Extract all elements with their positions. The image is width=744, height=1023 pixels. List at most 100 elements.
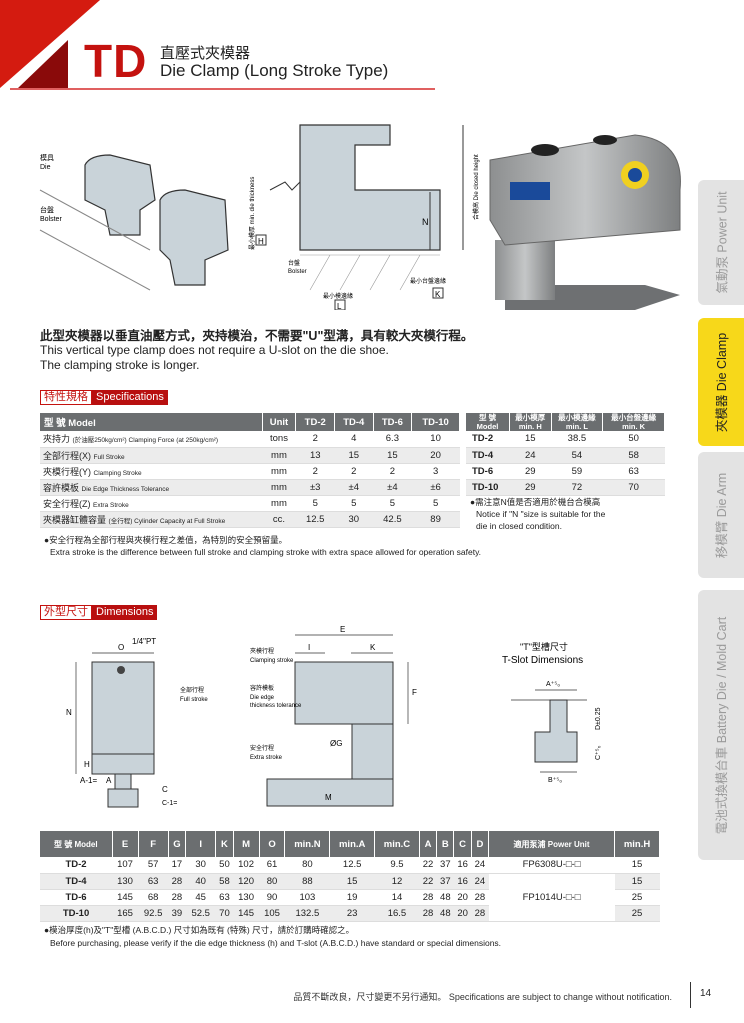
spec-name: 容許模板 Die Edge Thickness Tolerance [40, 479, 262, 496]
spec-name: 夾模器缸體容量 (全行程) Cylinder Capacity at Full … [40, 511, 262, 528]
spec-value: 3 [411, 463, 460, 480]
header-divider [10, 88, 435, 90]
section-label-en: Specifications [92, 390, 168, 405]
specifications-heading: 特性規格 Specifications [40, 390, 168, 405]
side-tab-die-arm[interactable]: 移模臂 Die Arm [698, 452, 744, 578]
dim-n: N [66, 708, 72, 717]
min-value: 72 [551, 479, 603, 496]
dim-value: 14 [374, 889, 420, 906]
dim-a: A [106, 776, 112, 785]
tab-label: 電池式換模台車 Battery Die / Mold Cart [715, 616, 730, 834]
side-tab-battery-cart[interactable]: 電池式換模台車 Battery Die / Mold Cart [698, 590, 744, 860]
dim-value: 37 [436, 857, 454, 874]
spec-value: 2 [334, 463, 374, 480]
die-label: 模具 [40, 153, 54, 162]
intro-cn: 此型夾模器以垂直油壓方式，夾持模治，不需要"U"型溝，具有較大夾模行程。 [40, 329, 474, 343]
dim-c1: C-1= [162, 800, 177, 807]
clamp-installation-diagram: 模具 Die 台盤 Bolster 最小模厚 min. die thicknes… [39, 124, 480, 310]
spec-name-en: Full Stroke [93, 453, 125, 461]
dim-c: C [162, 785, 168, 794]
spec-unit: cc. [262, 511, 296, 528]
footer-divider [690, 982, 691, 1008]
dim-value: 25 [614, 905, 660, 922]
dim-value: 132.5 [284, 905, 330, 922]
dimensions-heading: 外型尺寸 Dimensions [40, 605, 158, 620]
dim-value: 20 [453, 889, 472, 906]
dim-e: E [340, 625, 345, 634]
dim-k: K [370, 643, 376, 652]
dim-value: 80 [284, 857, 330, 874]
dim-f: F [412, 688, 417, 697]
dim-value: 17 [168, 857, 186, 874]
n-value-note-en-2: die in closed condition. [476, 521, 563, 531]
dim-value: 28 [471, 905, 489, 922]
dim-value: 28 [168, 889, 186, 906]
dim-value: 24 [471, 873, 489, 890]
col-header: B [436, 831, 455, 857]
tolerance-cn: 容許模板 [250, 684, 274, 692]
dim-value: 24 [471, 857, 489, 874]
col-header: min.H [614, 831, 660, 857]
dim-value: 12.5 [329, 857, 375, 874]
dim-value: 28 [419, 905, 437, 922]
n-value-note-en-1: Notice if "N "size is suitable for the [476, 509, 606, 519]
power-unit: FP6308U-□-□ [488, 857, 615, 874]
col-header: I [185, 831, 217, 857]
header-dark-triangle [18, 40, 68, 88]
h-label: H [258, 237, 264, 246]
clamping-stroke-en: Clamping stroke [250, 658, 294, 664]
col-header: Unit [262, 413, 297, 431]
col-header-en: min. K [622, 422, 646, 431]
col-header: TD-10 [411, 413, 460, 431]
dim-value: 12 [374, 873, 420, 890]
spec-name-cn: 夾模行程(Y) [43, 466, 91, 477]
power-unit: FP1014U-□-□ [488, 873, 615, 922]
spec-value: ±6 [411, 479, 460, 496]
model-name: TD-10 [466, 479, 510, 496]
purchase-note-cn: ●模治厚度(h)及"T"型槽 (A.B.C.D.) 尺寸如為既有 (特殊) 尺寸… [44, 925, 355, 935]
dim-value: 102 [233, 857, 260, 874]
spec-name-cn: 安全行程(Z) [43, 498, 91, 509]
model-name: TD-4 [40, 873, 113, 890]
dim-value: 61 [259, 857, 285, 874]
dim-value: 19 [329, 889, 375, 906]
model-name: TD-6 [466, 463, 510, 480]
dim-value: 28 [419, 889, 437, 906]
side-tab-power-unit[interactable]: 氣動泵 Power Unit [698, 180, 744, 305]
col-header: O [259, 831, 286, 857]
model-name: TD-10 [40, 905, 113, 922]
spec-value: 10 [411, 431, 460, 448]
table-row: 夾模器缸體容量 (全行程) Cylinder Capacity at Full … [40, 511, 460, 528]
spec-value: 15 [373, 447, 412, 464]
section-label-en: Dimensions [92, 605, 158, 620]
tslot-title-cn: "T"型槽尺寸 [520, 641, 568, 652]
clamping-stroke-cn: 夾模行程 [250, 647, 274, 655]
spec-value: ±3 [295, 479, 335, 496]
n-value-note-cn: ●需注意N值是否適用於機台合模高 [470, 497, 601, 507]
spec-unit: mm [262, 463, 296, 480]
product-photo [489, 134, 681, 310]
spec-value: 89 [411, 511, 460, 528]
dim-value: 48 [436, 905, 454, 922]
col-header: D [471, 831, 490, 857]
dimensions-drawing: O 1/4"PT N H A-1= A C C-1= 全部行程 Full str… [66, 625, 602, 808]
purchase-note-en: Before purchasing, please verify if the … [50, 938, 502, 948]
dim-value: 107 [112, 857, 139, 874]
page-number: 14 [700, 988, 712, 999]
spec-value: 5 [334, 495, 374, 512]
bolster2-label: 台盤 [288, 259, 300, 267]
spec-name-cn: 夾模器缸體容量 [43, 514, 107, 525]
side-tab-die-clamp[interactable]: 夾模器 Die Clamp [698, 318, 744, 446]
spec-value: 4 [334, 431, 374, 448]
